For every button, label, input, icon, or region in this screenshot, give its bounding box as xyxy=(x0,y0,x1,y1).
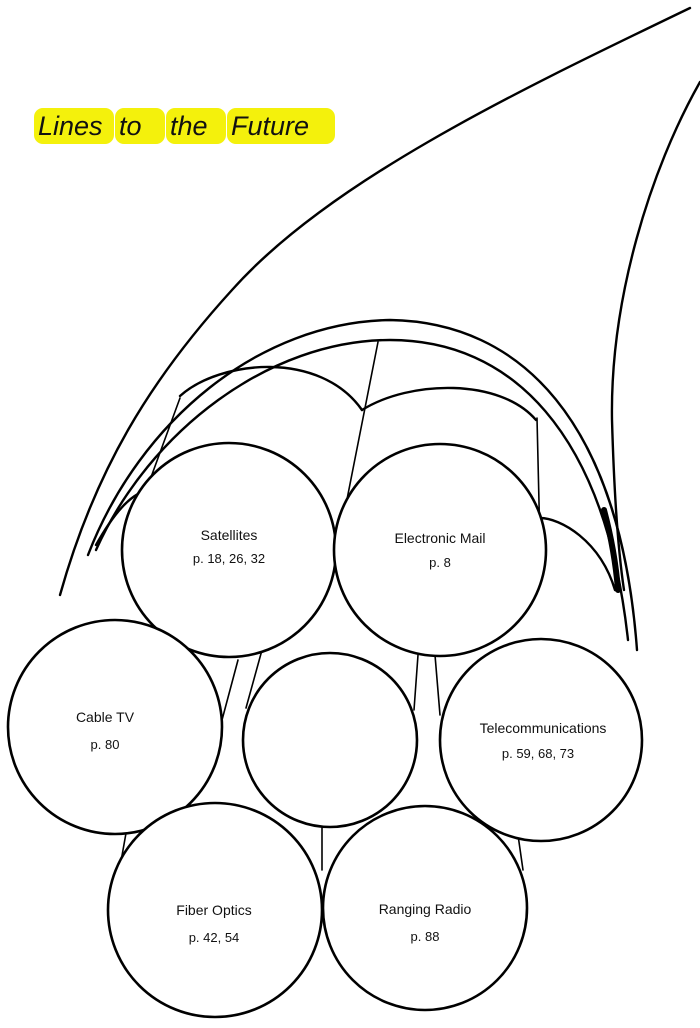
strand-satellites-disc xyxy=(122,443,336,657)
title-word-2: to xyxy=(119,111,142,141)
back-strand-arc-far-right xyxy=(540,518,615,590)
strand-ranging-radio: Ranging Radio p. 88 xyxy=(323,806,527,1010)
strand-telecommunications: Telecommunications p. 59, 68, 73 xyxy=(440,639,642,841)
strand-edge-7 xyxy=(435,655,440,715)
strand-satellites-pages: p. 18, 26, 32 xyxy=(193,551,265,566)
strand-center xyxy=(243,653,417,827)
strand-cable-tv-name: Cable TV xyxy=(76,709,135,725)
strand-fiber-optics-pages: p. 42, 54 xyxy=(189,930,240,945)
title-word-1: Lines xyxy=(38,111,103,141)
strand-ranging-radio-name: Ranging Radio xyxy=(379,901,472,917)
strand-electronic-mail-name: Electronic Mail xyxy=(394,530,485,546)
back-strand-arc-right xyxy=(362,388,536,420)
strand-cable-tv-disc xyxy=(8,620,222,834)
strand-edge-6 xyxy=(414,655,418,710)
strand-electronic-mail-disc xyxy=(334,444,546,656)
strand-telecommunications-pages: p. 59, 68, 73 xyxy=(502,746,574,761)
strand-telecommunications-disc xyxy=(440,639,642,841)
strand-ranging-radio-pages: p. 88 xyxy=(411,929,440,944)
title-word-4: Future xyxy=(231,111,309,141)
strand-electronic-mail-pages: p. 8 xyxy=(429,555,451,570)
strand-center-disc xyxy=(243,653,417,827)
strand-cable-tv-pages: p. 80 xyxy=(91,737,120,752)
strand-satellites-name: Satellites xyxy=(201,527,258,543)
strand-cable-tv: Cable TV p. 80 xyxy=(8,620,222,834)
strand-fiber-optics-name: Fiber Optics xyxy=(176,902,251,918)
strand-satellites: Satellites p. 18, 26, 32 xyxy=(122,443,336,657)
cable-sheath-right-curve xyxy=(612,82,700,590)
strand-fiber-optics: Fiber Optics p. 42, 54 xyxy=(108,803,322,1017)
title-word-3: the xyxy=(170,111,208,141)
diagram-title: Lines to the Future xyxy=(34,108,335,144)
strand-electronic-mail: Electronic Mail p. 8 xyxy=(334,444,546,656)
strand-telecommunications-name: Telecommunications xyxy=(480,720,607,736)
